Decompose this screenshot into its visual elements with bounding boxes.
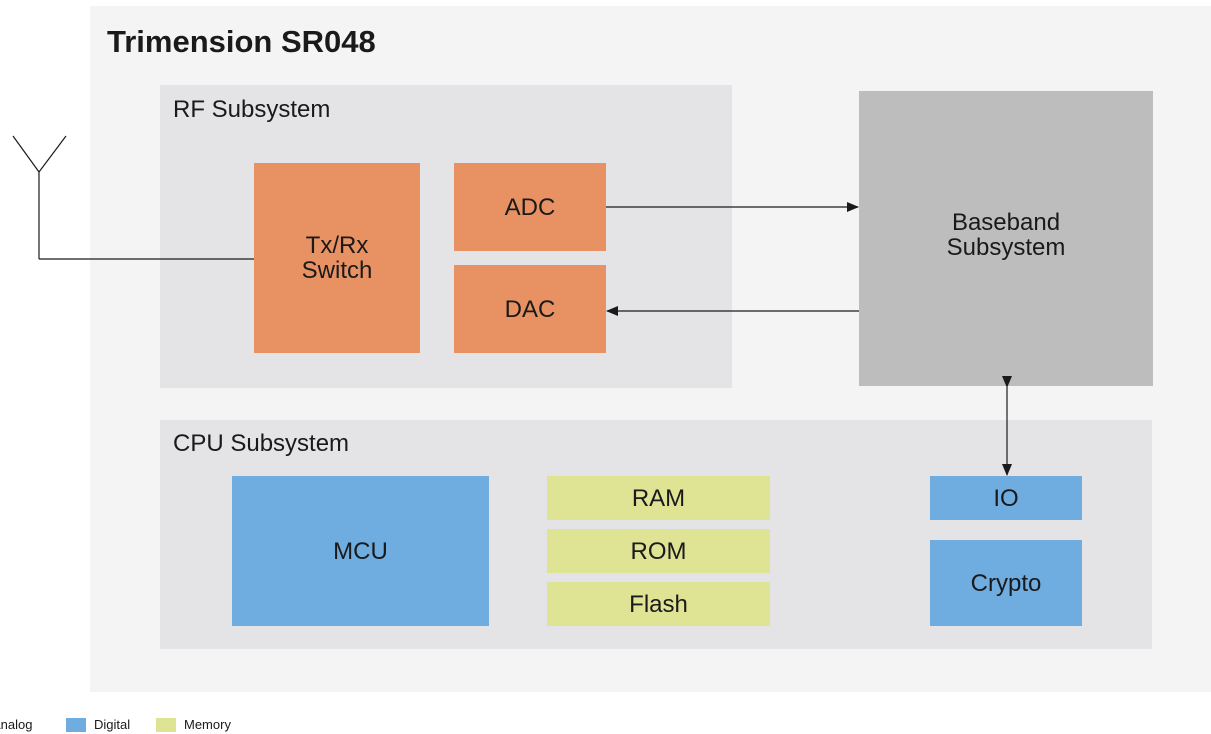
- dac-block: DAC: [454, 265, 606, 353]
- rom-block: ROM: [547, 529, 770, 573]
- rf-subsystem-label: RF Subsystem: [173, 96, 331, 123]
- cpu-subsystem-label: CPU Subsystem: [173, 430, 350, 457]
- adc-block: ADC: [454, 163, 606, 251]
- ram-block: RAM: [547, 476, 770, 520]
- legend-analog: Analog: [0, 717, 32, 733]
- legend-digital-label: Digital: [94, 717, 131, 732]
- legend-analog-label: Analog: [0, 717, 33, 732]
- legend-memory-label: Memory: [184, 717, 231, 732]
- flash-block: Flash: [547, 582, 770, 626]
- legend-memory: Memory: [156, 717, 231, 733]
- io-block: IO: [930, 476, 1082, 520]
- baseband-subsystem: Baseband Subsystem: [859, 91, 1153, 386]
- mcu-block: MCU: [232, 476, 489, 626]
- legend-digital-swatch: [66, 718, 86, 732]
- legend-memory-swatch: [156, 718, 176, 732]
- txrx-switch-block: Tx/Rx Switch: [254, 163, 420, 353]
- antenna-icon: [12, 135, 67, 259]
- crypto-block: Crypto: [930, 540, 1082, 626]
- chip-title: Trimension SR048: [107, 24, 376, 59]
- legend-digital: Digital: [66, 717, 130, 733]
